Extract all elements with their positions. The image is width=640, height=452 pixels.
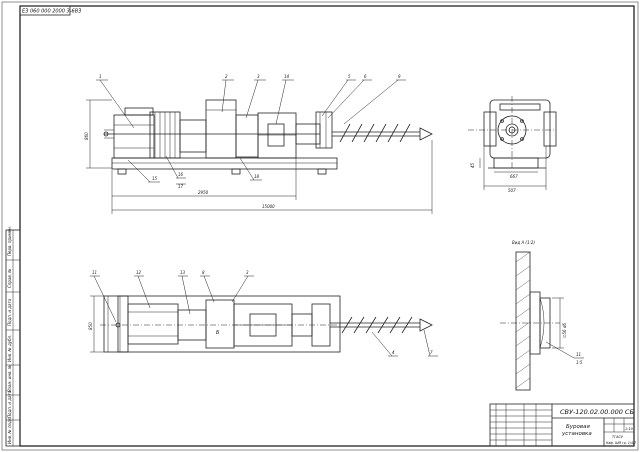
dim-end-inner: 667 <box>510 174 518 179</box>
drawing-frame <box>19 5 635 447</box>
detail-note: 1:5 <box>576 360 583 365</box>
position-label: 17 <box>178 184 184 189</box>
title-scale: 1:10 <box>625 427 634 431</box>
position-label: 9 <box>398 74 401 79</box>
dim-height: 860 <box>84 132 89 140</box>
position-leaders-plan: 11 12 13 8 3 4 7 <box>90 270 438 357</box>
detail-view: Вид А (1:2) ∅56 d6 11 1:5 <box>500 240 584 391</box>
end-view: 667 507 45 <box>468 96 557 193</box>
title-name-2: установка <box>561 431 592 437</box>
section-mark: Б <box>216 330 220 336</box>
corner-code-box: ЕЗ 060 000 2000 3-6ВЗ <box>19 5 82 16</box>
position-label: 15 <box>152 176 158 181</box>
dimensions-main: 860 2950 15000 <box>84 99 433 214</box>
sidebar-label: Инв. № подл. <box>7 416 12 444</box>
corner-code: ЕЗ 060 000 2000 3-6ВЗ <box>22 9 82 15</box>
position-label: 1 <box>99 74 102 79</box>
sidebar-label: Инв. № дубл. <box>7 335 12 362</box>
position-label: 14 <box>284 74 290 79</box>
position-label: 12 <box>136 270 142 275</box>
position-label: 5 <box>348 74 351 79</box>
detail-caption: Вид А (1:2) <box>512 240 535 245</box>
position-label: 6 <box>364 74 367 79</box>
title-org: ТГАСУ <box>612 435 624 439</box>
title-code: СВУ-120.02.00.000 СБ <box>560 408 634 416</box>
dim-plan-width: 850 <box>88 322 93 330</box>
plan-view: Б 11 12 13 8 <box>88 270 438 357</box>
auger <box>332 123 433 143</box>
position-label: 2 <box>225 74 228 79</box>
sidebar-label: Взам. инв. № <box>7 365 12 392</box>
title-block: СВУ-120.02.00.000 СБ Буровая установка 1… <box>489 403 636 447</box>
position-label: 13 <box>180 270 186 275</box>
motor <box>113 114 155 159</box>
main-view: 1 2 3 14 5 6 9 15 16 <box>84 74 433 214</box>
dim-end-outer: 507 <box>508 188 516 193</box>
position-label: 18 <box>254 174 260 179</box>
position-label: 7 <box>430 350 433 355</box>
position-label: 4 <box>392 350 395 355</box>
sidebar-label: Подп. и дата <box>7 298 12 326</box>
left-sidebar-stamp: Перв. примен. Справ. № Подп. и дата Инв.… <box>5 226 21 447</box>
position-label: 11 <box>576 352 581 357</box>
sidebar-label: Подп. и дата <box>7 390 12 418</box>
dim-end-side: 45 <box>470 162 475 168</box>
sidebar-label: Перв. примен. <box>7 226 12 256</box>
position-label: 8 <box>202 270 205 275</box>
dim-length-inner: 2950 <box>198 190 209 195</box>
position-label: 3 <box>246 270 249 275</box>
gearbox <box>205 99 237 159</box>
title-group: Каф. ШМ гр. 1/4/7 <box>606 441 636 445</box>
base-frame <box>111 157 338 170</box>
title-name-1: Буровая <box>566 424 590 430</box>
dim-length-total: 15000 <box>262 204 275 209</box>
position-leaders-main: 1 2 3 14 5 6 9 15 16 <box>96 74 406 189</box>
position-label: 3 <box>257 74 260 79</box>
position-label: 16 <box>178 172 184 177</box>
auger-plan <box>330 316 433 334</box>
position-label: 11 <box>92 270 97 275</box>
dim-detail-diameter: ∅56 d6 <box>562 323 567 338</box>
sidebar-label: Справ. № <box>7 269 12 288</box>
